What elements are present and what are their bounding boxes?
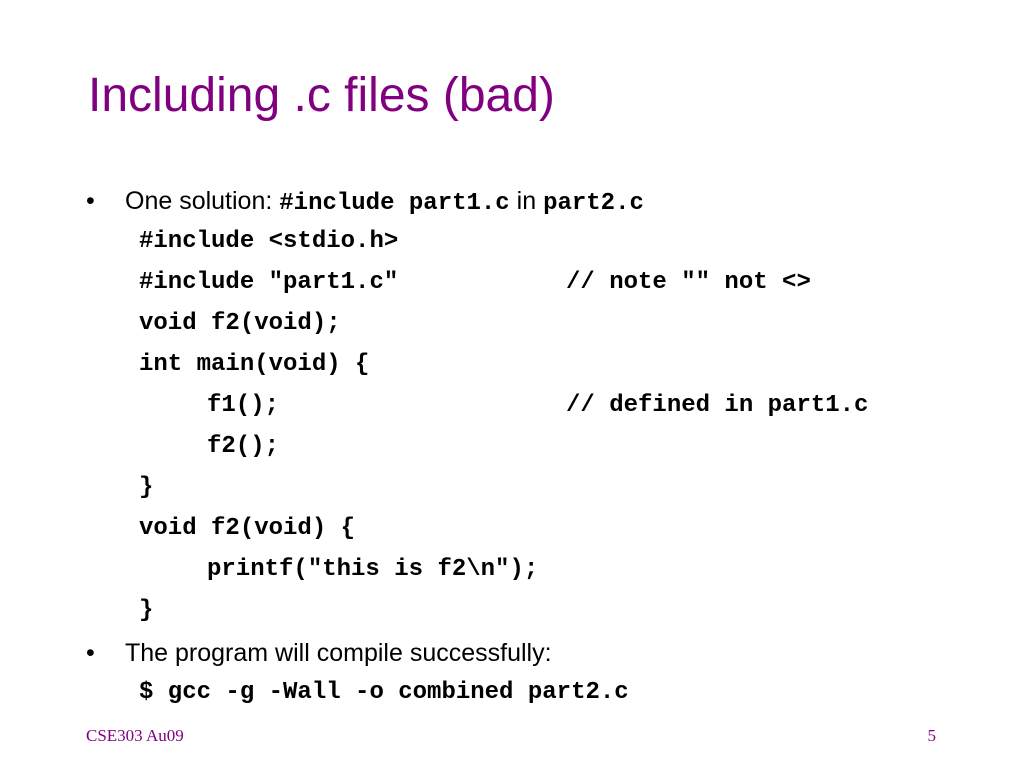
inline-code-filename: part2.c	[543, 190, 644, 217]
slide-title: Including .c files (bad)	[88, 69, 555, 122]
bullet-text: The program will compile successfully:	[125, 639, 552, 667]
code-comment: // note "" not <>	[566, 269, 811, 296]
code-line: void f2(void) {	[139, 515, 356, 542]
bullet-text: One solution:	[125, 187, 280, 215]
code-line: int main(void) {	[139, 351, 370, 378]
code-line: f2();	[207, 433, 280, 460]
inline-code-include: #include part1.c	[279, 190, 510, 217]
slide-number: 5	[927, 726, 937, 745]
bullet-item-one-solution: • One solution: #include part1.c in part2…	[86, 186, 644, 219]
code-line: f1();	[207, 392, 280, 419]
bullet-symbol: •	[86, 187, 95, 215]
code-line: printf("this is f2\n");	[207, 556, 539, 583]
code-line: #include <stdio.h>	[139, 228, 399, 255]
footer-course-label: CSE303 Au09	[86, 726, 184, 745]
code-line: }	[139, 597, 154, 624]
bullet-symbol: •	[86, 639, 95, 667]
shell-command: $ gcc -g -Wall -o combined part2.c	[139, 679, 629, 706]
bullet-text-in: in	[509, 187, 544, 215]
code-line: }	[139, 474, 154, 501]
code-line: #include "part1.c"	[139, 269, 399, 296]
code-line: void f2(void);	[139, 310, 341, 337]
code-comment: // defined in part1.c	[566, 392, 869, 419]
bullet-item-compile: • The program will compile successfully:	[86, 638, 552, 668]
